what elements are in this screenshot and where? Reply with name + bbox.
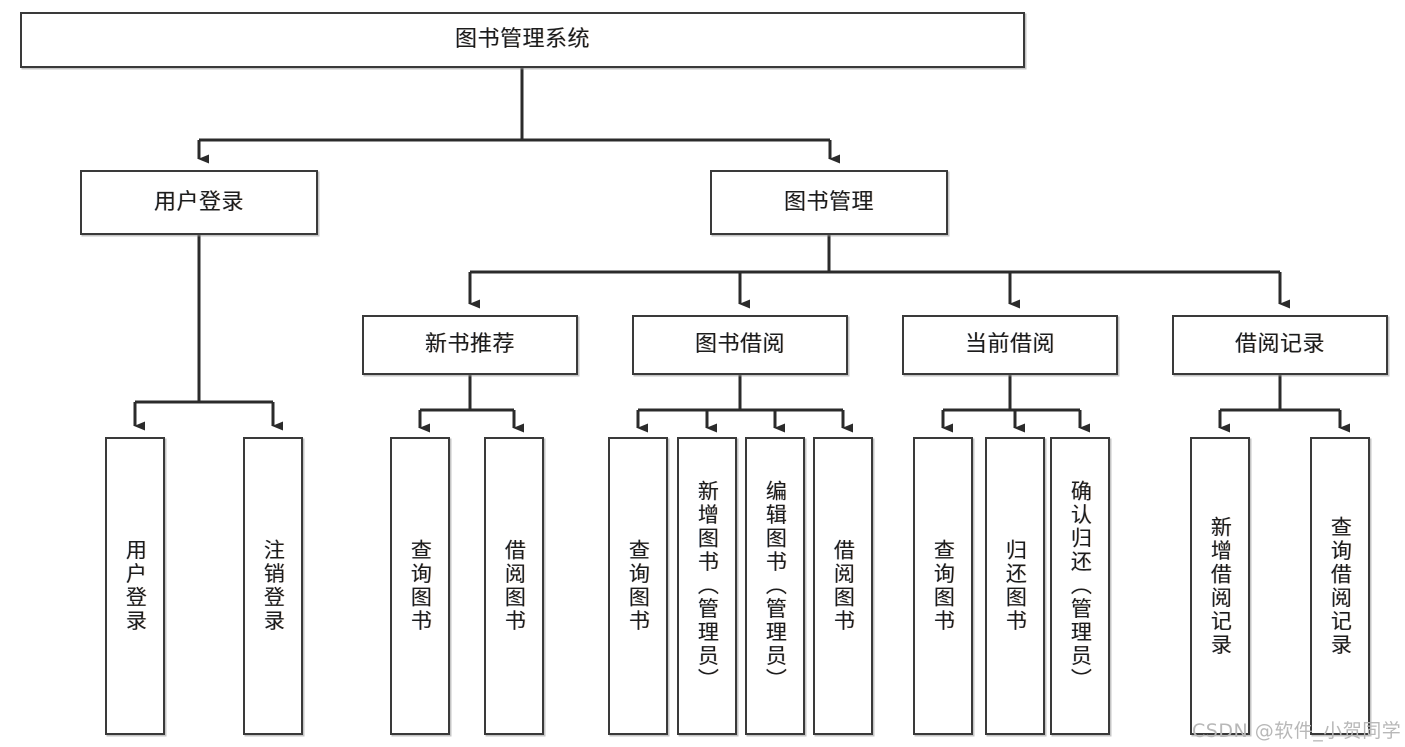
node-root[interactable]: 图书管理系统 xyxy=(20,12,1025,68)
node-leaf-add-record-label: 新增借阅记录 xyxy=(1208,515,1233,657)
node-borrow-record-label: 借阅记录 xyxy=(1234,332,1325,358)
node-new-book-recommend-label: 新书推荐 xyxy=(424,332,515,358)
node-leaf-return-book-label: 归还图书 xyxy=(1003,539,1028,633)
node-leaf-logout[interactable]: 注销登录 xyxy=(243,437,303,735)
node-user-login-label: 用户登录 xyxy=(153,189,244,215)
node-leaf-query-book-3-label: 查询图书 xyxy=(931,539,956,633)
node-leaf-confirm-return[interactable]: 确认归还（管理员） xyxy=(1050,437,1110,735)
node-new-book-recommend[interactable]: 新书推荐 xyxy=(362,315,578,375)
node-leaf-user-login-label: 用户登录 xyxy=(123,539,148,633)
node-book-manage[interactable]: 图书管理 xyxy=(710,170,948,235)
node-leaf-query-book-1-label: 查询图书 xyxy=(408,539,433,633)
node-leaf-query-record[interactable]: 查询借阅记录 xyxy=(1310,437,1370,735)
node-leaf-edit-book-label: 编辑图书（管理员） xyxy=(763,480,788,692)
node-leaf-query-book-2[interactable]: 查询图书 xyxy=(608,437,668,735)
node-leaf-borrow-book-2-label: 借阅图书 xyxy=(831,539,856,633)
node-leaf-add-record[interactable]: 新增借阅记录 xyxy=(1190,437,1250,735)
node-root-label: 图书管理系统 xyxy=(454,27,590,53)
node-book-manage-label: 图书管理 xyxy=(783,189,874,215)
node-book-borrow[interactable]: 图书借阅 xyxy=(632,315,848,375)
node-leaf-borrow-book-1-label: 借阅图书 xyxy=(502,539,527,633)
node-leaf-return-book[interactable]: 归还图书 xyxy=(985,437,1045,735)
node-current-borrow-label: 当前借阅 xyxy=(964,332,1055,358)
node-book-borrow-label: 图书借阅 xyxy=(694,332,785,358)
node-leaf-query-record-label: 查询借阅记录 xyxy=(1328,515,1353,657)
node-leaf-query-book-1[interactable]: 查询图书 xyxy=(390,437,450,735)
node-borrow-record[interactable]: 借阅记录 xyxy=(1172,315,1388,375)
csdn-watermark: CSDN @软件_小贺同学 xyxy=(1192,720,1402,742)
node-leaf-edit-book[interactable]: 编辑图书（管理员） xyxy=(745,437,805,735)
node-leaf-logout-label: 注销登录 xyxy=(261,539,286,633)
node-leaf-add-book-label: 新增图书（管理员） xyxy=(695,480,720,692)
node-leaf-borrow-book-2[interactable]: 借阅图书 xyxy=(813,437,873,735)
node-current-borrow[interactable]: 当前借阅 xyxy=(902,315,1118,375)
node-leaf-user-login[interactable]: 用户登录 xyxy=(105,437,165,735)
node-leaf-query-book-2-label: 查询图书 xyxy=(626,539,651,633)
node-leaf-query-book-3[interactable]: 查询图书 xyxy=(913,437,973,735)
node-leaf-confirm-return-label: 确认归还（管理员） xyxy=(1068,480,1093,692)
node-user-login[interactable]: 用户登录 xyxy=(80,170,318,235)
node-leaf-borrow-book-1[interactable]: 借阅图书 xyxy=(484,437,544,735)
node-leaf-add-book[interactable]: 新增图书（管理员） xyxy=(677,437,737,735)
